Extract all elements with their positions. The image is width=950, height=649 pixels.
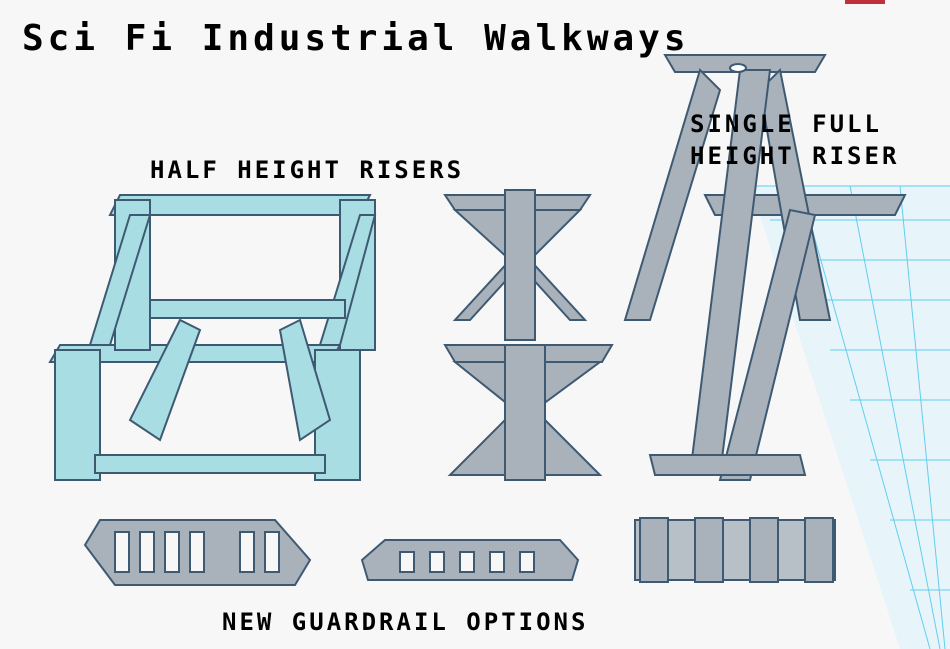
guardrail-short[interactable] bbox=[360, 539, 580, 581]
page-title: Sci Fi Industrial Walkways bbox=[22, 18, 690, 59]
toolbar-edge bbox=[845, 0, 885, 4]
half-height-riser-stack[interactable] bbox=[443, 189, 614, 481]
guardrail-options-label: New Guardrail Options bbox=[222, 608, 589, 636]
single-label-line1: Single Full bbox=[690, 110, 882, 138]
guardrail-pegged[interactable] bbox=[634, 517, 836, 583]
guardrail-angled-long[interactable] bbox=[83, 519, 312, 586]
half-height-risers-label: Half Height Risers bbox=[150, 156, 465, 184]
single-label-line2: Height Riser bbox=[690, 142, 900, 170]
half-height-riser-cube-selected[interactable] bbox=[48, 194, 377, 481]
full-height-riser[interactable] bbox=[623, 54, 907, 481]
single-full-height-riser-label: Single Full Height Riser bbox=[690, 108, 899, 172]
